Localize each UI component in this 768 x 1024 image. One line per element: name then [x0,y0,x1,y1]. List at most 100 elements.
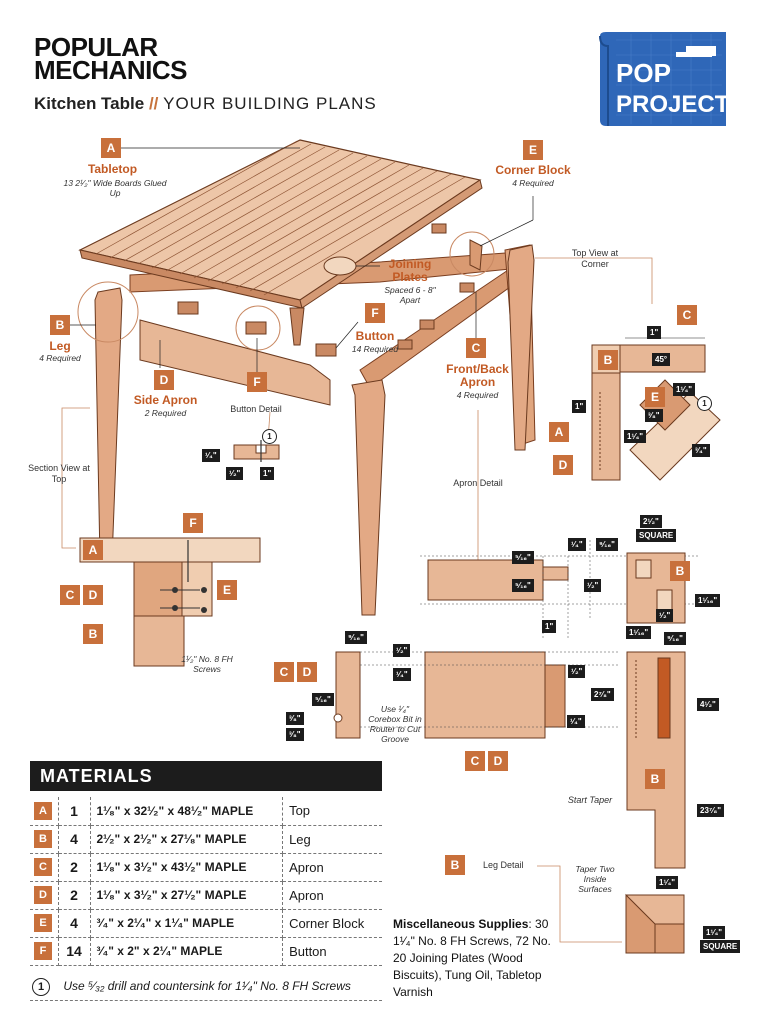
dim-tv-114b: 1¹⁄₄" [624,430,647,443]
dim-tv-38: ³⁄₈" [645,409,663,422]
dim-ap-516a: ⁵⁄₁₆" [512,551,534,564]
part-note-leg: 4 Required [39,353,81,363]
materials-heading: MATERIALS [30,761,382,791]
dim-tv-1b: 1" [572,400,587,413]
materials-qty: 1 [58,797,91,826]
dim-cd-916: ⁹⁄₁₆" [345,631,367,644]
button-detail-drawing [233,440,280,462]
section-view-detail [79,537,261,667]
part-name-button: Button [355,329,395,343]
dim-ap-916b: ⁹⁄₁₆" [664,632,686,645]
materials-key: F [30,937,59,966]
materials-part: Top [282,797,382,826]
materials-part: Apron [282,853,382,882]
tag-e: E [523,140,543,160]
tabletop-drawing [78,139,483,346]
dim-lg-2378: 23⁷⁄₈" [697,804,725,817]
materials-desc: 1¹⁄₈" x 3¹⁄₂" x 27¹⁄₂" MAPLE [90,881,284,910]
materials-part: Apron [282,881,382,910]
sv-tag-b: B [83,624,103,644]
dim-cd-516: ⁵⁄₁₆" [312,693,334,706]
dim-cd-14: ¹⁄₄" [393,668,411,681]
sv-tag-f: F [183,513,203,533]
dim-ap-14: ¹⁄₄" [568,538,586,551]
dim-ap-14b: ¹⁄₄" [567,715,585,728]
title-main: Kitchen Table [34,94,145,113]
tv-tag-b: B [598,350,618,370]
materials-key: E [30,909,59,938]
taper-callout: Taper Two Inside Surfaces [575,864,615,894]
dim-tv-34: ³⁄₄" [692,444,710,457]
note-text: Use ⁵⁄₃₂ drill and countersink for 1¹⁄₄"… [63,979,351,993]
materials-part: Leg [282,825,382,854]
tv-tag-c: C [677,305,697,325]
part-note-side-apron: 2 Required [144,408,187,418]
dim-ap-1116b: 1¹⁄₁₆" [626,626,652,639]
dim-bt-1: 1" [260,467,275,480]
tag-f: F [247,372,267,392]
tv-tag-e: E [645,387,665,407]
tag-b: B [50,315,70,335]
dim-bt-12: ¹⁄₂" [226,467,244,480]
part-note-corner-block: 4 Required [512,178,554,188]
materials-key: D [30,881,59,910]
dim-ap-12c: ¹⁄₂" [568,665,586,678]
tag-f-button: F [365,303,385,323]
leg-detail-callout: Leg Detail [483,860,524,870]
materials-key: B [30,825,59,854]
sv-tag-c: C [60,585,80,605]
note-circle-1: 1 [32,977,50,996]
cd-tag-c: C [274,662,294,682]
logo-projects: PROJECTS [616,91,730,118]
start-taper-callout: Start Taper [567,795,613,805]
misc-label: Miscellaneous Supplies [393,917,529,931]
materials-key-tag: C [34,858,52,876]
brand-logo: POPULAR MECHANICS [34,34,187,85]
leg-long-drawing [626,651,686,869]
hammer-icon [686,46,716,56]
logo-pop: POP [616,58,671,88]
materials-qty: 2 [58,881,91,910]
joining-plates-note: Spaced 6 - 8" Apart [384,285,436,305]
dim-cd-38a: ³⁄₈" [286,712,304,725]
materials-desc: 1¹⁄₈" x 32¹⁄₂" x 48¹⁄₂" MAPLE [90,797,284,826]
dim-tv-45: 45° [652,353,671,366]
lg-tag-b: B [645,769,665,789]
apron-end-drawing [333,651,620,739]
dim-ap-916: ⁹⁄₁₆" [596,538,618,551]
materials-key-tag: A [34,801,52,820]
tv-circle-1: 1 [697,396,712,411]
legdetail-tag-b: B [445,855,465,875]
materials-part: Corner Block [282,909,382,938]
dim-lg-114sq: 1¹⁄₄" [703,926,726,939]
dim-ap-516b: ⁵⁄₁₆" [512,579,534,592]
joining-plates-name: Joining Plates [388,257,432,284]
part-name-leg: Leg [49,339,71,353]
materials-key-tag: D [34,886,52,904]
dim-tv-114a: 1¹⁄₄" [673,383,696,396]
part-name-corner-block: Corner Block [495,163,571,177]
misc-text: 30 1¹⁄₄" No. 8 FH Screws, 72 No. 20 Join… [393,917,551,999]
sv-tag-a: A [83,540,103,560]
misc-supplies: Miscellaneous Supplies: 30 1¹⁄₄" No. 8 F… [393,917,551,999]
cd2-tag-c: C [465,751,485,771]
brand-line-2: MECHANICS [34,55,187,85]
cd-tag-d: D [297,662,317,682]
part-name-front-back-apron: Front/Back Apron [446,362,509,389]
materials-qty: 4 [58,825,91,854]
dim-ap-1: 1" [542,620,557,633]
tv-tag-d: D [553,455,573,475]
screws-callout: 1¹⁄₂" No. 8 FH Screws [181,654,233,674]
materials-qty: 2 [58,853,91,882]
materials-key: C [30,853,59,882]
ap-tag-b: B [670,561,690,581]
dim-ap-1116a: 1¹⁄₁₆" [695,594,721,607]
leg-foot-drawing [625,893,685,954]
page-title: Kitchen Table // YOUR BUILDING PLANS [34,94,377,114]
dim-ap-278: 2⁷⁄₈" [591,688,614,701]
